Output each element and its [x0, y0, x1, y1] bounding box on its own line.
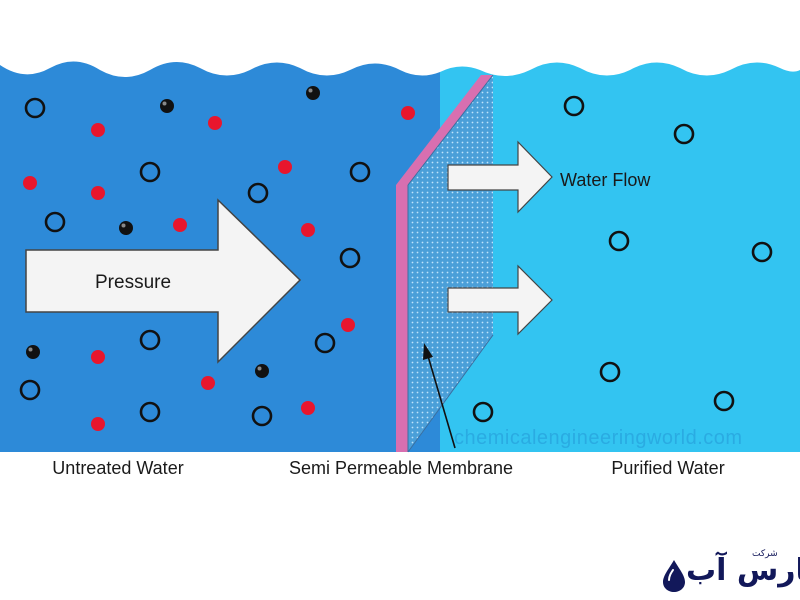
- contaminant-red-particle: [173, 218, 187, 232]
- water-molecule: [44, 211, 66, 233]
- company-logo: [663, 560, 685, 592]
- water-molecule: [349, 161, 371, 183]
- water-flow-arrow-bottom: [447, 264, 553, 336]
- contaminant-red-particle: [91, 350, 105, 364]
- watermark-text: chemicalengineeringworld.com: [454, 427, 743, 449]
- pressure-arrow: Pressure: [25, 198, 302, 364]
- water-drop-highlight: [668, 569, 674, 581]
- contaminant-red-particle: [278, 160, 292, 174]
- membrane-top-edge: [396, 75, 493, 185]
- contaminant-black-particle: [255, 364, 269, 378]
- pointer-head: [423, 343, 433, 360]
- membrane-front-face: [396, 185, 408, 452]
- contaminant-red-particle: [91, 186, 105, 200]
- particle-highlight: [308, 88, 313, 93]
- water-molecule: [247, 182, 269, 204]
- pressure-arrow-shape: [25, 198, 302, 364]
- water-molecule: [751, 241, 773, 263]
- contaminant-red-particle: [301, 401, 315, 415]
- particle-highlight: [121, 223, 126, 228]
- water-flow-arrow-shape: [447, 140, 553, 214]
- company-logo-text: پارس آب: [686, 553, 800, 588]
- contaminant-red-particle: [91, 417, 105, 431]
- particle-highlight: [162, 101, 167, 106]
- water-molecule: [339, 247, 361, 269]
- water-molecule: [251, 405, 273, 427]
- contaminant-red-particle: [201, 376, 215, 390]
- water-molecule: [24, 97, 46, 119]
- contaminant-red-particle: [91, 123, 105, 137]
- water-molecule: [599, 361, 621, 383]
- water-molecule: [563, 95, 585, 117]
- water-molecule: [139, 401, 161, 423]
- company-logo-small-text: شرکت: [752, 549, 778, 559]
- water-molecule: [314, 332, 336, 354]
- water-molecule: [472, 401, 494, 423]
- membrane-edge-line: [407, 74, 494, 186]
- membrane-caption: Semi Permeable Membrane: [288, 458, 514, 478]
- contaminant-red-particle: [301, 223, 315, 237]
- water-flow-label: Water Flow: [560, 170, 651, 190]
- water-flow-arrow-top: [447, 140, 553, 214]
- contaminant-red-particle: [23, 176, 37, 190]
- water-molecule: [139, 329, 161, 351]
- membrane-pointer-arrow: [423, 343, 456, 449]
- particle-highlight: [28, 347, 33, 352]
- water-molecule: [139, 161, 161, 183]
- contaminant-black-particle: [160, 99, 174, 113]
- contaminant-red-particle: [401, 106, 415, 120]
- membrane-edge-line: [407, 334, 494, 453]
- pressure-label: Pressure: [95, 272, 171, 293]
- untreated-water-caption: Untreated Water: [52, 458, 184, 478]
- contaminant-black-particle: [119, 221, 133, 235]
- particles-layer: [19, 86, 773, 431]
- purified-water-caption: Purified Water: [611, 458, 725, 478]
- pointer-line: [427, 355, 456, 449]
- contaminant-black-particle: [26, 345, 40, 359]
- purified-water-region: [440, 62, 800, 452]
- water-molecule: [713, 390, 735, 412]
- water-molecule: [673, 123, 695, 145]
- contaminant-red-particle: [208, 116, 222, 130]
- water-flow-arrow-shape: [447, 264, 553, 336]
- contaminant-black-particle: [306, 86, 320, 100]
- particle-highlight: [257, 366, 262, 371]
- contaminant-red-particle: [341, 318, 355, 332]
- water-drop-icon: [663, 560, 685, 592]
- water-molecule: [608, 230, 630, 252]
- water-molecule: [19, 379, 41, 401]
